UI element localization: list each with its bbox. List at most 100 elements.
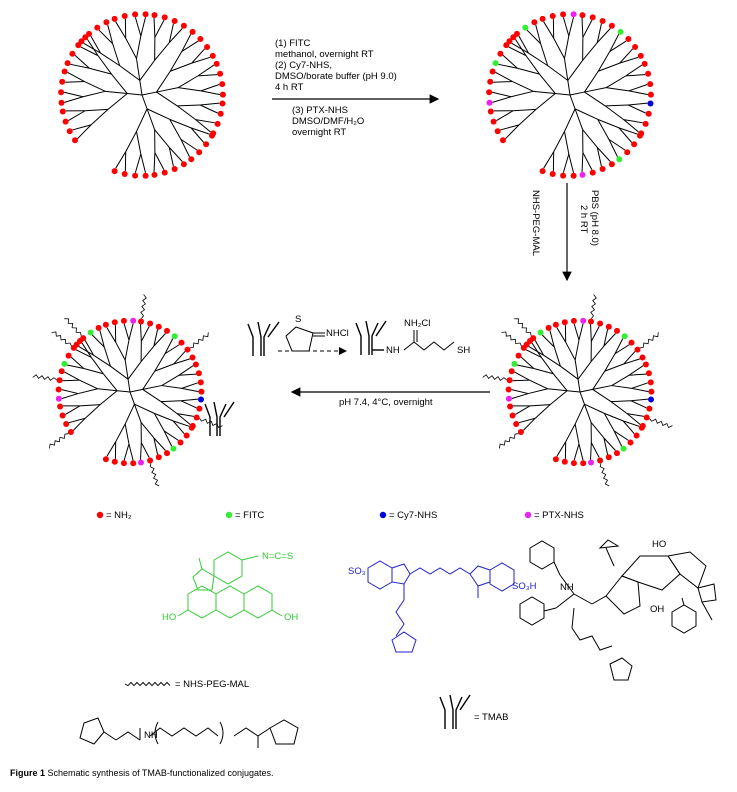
peg-chain [502, 332, 522, 346]
dendrimer-end-group [77, 338, 83, 344]
dendrimer-end-group [506, 396, 512, 402]
dendrimer-end-group [218, 111, 224, 117]
dendrimer-end-group [209, 133, 215, 139]
dendrimer-end-group [580, 460, 586, 466]
dendrimer-end-group [571, 460, 577, 466]
dendrimer-end-group [488, 109, 494, 115]
dendrimer-end-group [550, 171, 556, 177]
dendrimer-end-group [606, 324, 612, 330]
dendrimer-end-group [614, 328, 620, 334]
dendrimer-end-group [634, 433, 640, 439]
dendrimer-end-group [518, 429, 524, 435]
step1-line1: (1) FITC [275, 38, 310, 49]
dendrimer-end-group [609, 23, 615, 29]
dendrimer-end-group [490, 69, 496, 75]
dendrimer-end-group [162, 170, 168, 176]
dendrimer-end-group [540, 168, 546, 174]
dendrimer-end-group [639, 425, 645, 431]
dendrimer-end-group [580, 318, 586, 324]
dendrimer-end-group [164, 450, 170, 456]
peg-chain [649, 419, 672, 428]
dendrimer-end-group [616, 156, 622, 162]
dendrimer-end-group [181, 161, 187, 167]
dendrimer-end-group [580, 172, 586, 178]
dendrimer-end-group [646, 111, 652, 117]
peg-chain [591, 295, 597, 319]
figure-caption-text: Schematic synthesis of TMAB-functionaliz… [48, 768, 274, 778]
dendrimer-end-group [56, 396, 62, 402]
peg-chain [52, 332, 72, 346]
dendrimer-end-group [646, 406, 652, 412]
step1-line8: overnight RT [292, 127, 346, 138]
peg-structure [80, 718, 298, 748]
dendrimer-end-group [147, 321, 153, 327]
dendrimer-end-group [546, 325, 552, 331]
dendrimer-end-group [614, 450, 620, 456]
dendrimer-end-group [103, 19, 109, 25]
dendrimer-end-group [130, 318, 136, 324]
dendrimer-end-group [571, 11, 577, 17]
dendrimer-end-group [197, 36, 203, 42]
dendrimer-end-group [621, 446, 627, 452]
dendrimer-end-group [67, 128, 73, 134]
legend-nh2-dot [97, 512, 103, 518]
dendrimer-end-group [196, 370, 202, 376]
iminothiolane-s-label: S [295, 314, 301, 325]
legend-cy7: = Cy7-NHS [389, 510, 437, 521]
dendrimer-end-group [185, 347, 191, 353]
dendrimer-end-group [196, 406, 202, 412]
legend-peg: = NHS-PEG-MAL [175, 679, 249, 690]
dendrimer-end-group [513, 421, 519, 427]
dendrimer-end-group [625, 36, 631, 42]
dendrimer-end-group [198, 389, 204, 395]
dendrimer-end-group [220, 92, 226, 98]
step1-line6: (3) PTX-NHS [292, 105, 348, 116]
dendrimer-end-group [181, 23, 187, 29]
dendrimer-end-group [112, 168, 118, 174]
dendrimer-end-group [522, 25, 528, 31]
dendrimer-end-group [203, 141, 209, 147]
dendrimer-end-group [507, 404, 513, 410]
dendrimer-end-group [560, 173, 566, 179]
dendrimer-end-group [624, 149, 630, 155]
legend-tmab: = TMAB [474, 712, 508, 723]
dendrimer-end-group [65, 60, 71, 66]
dendrimer-end-group [56, 387, 62, 393]
dendrimer-end-group [637, 133, 643, 139]
dendrimer-end-group [190, 29, 196, 35]
peg-chain [514, 319, 531, 336]
dendrimer-end-group [96, 325, 102, 331]
dendrimer-end-group [147, 458, 153, 464]
legend-fitc-dot [226, 512, 232, 518]
dendrimer-end-group [138, 319, 144, 325]
dendrimer-end-group [58, 89, 64, 95]
dendrimer-end-group [88, 330, 94, 336]
peg-chain [199, 419, 222, 428]
dendrimer-end-group [510, 413, 516, 419]
cy7-so3h-label: SO₃H [512, 581, 536, 592]
dendrimer-end-group [198, 397, 204, 403]
step1-line3: (2) Cy7-NHS, [275, 60, 332, 71]
peg-chain [640, 332, 658, 348]
dendrimer-end-group [597, 458, 603, 464]
dendrimer-end-group [511, 361, 517, 367]
dendrimer-end-group [60, 413, 66, 419]
dendrimer-end-group [132, 173, 138, 179]
dendrimer-end-group [516, 353, 522, 359]
dendrimer-end-group [220, 101, 226, 107]
thiolated-linker [404, 330, 454, 350]
dendrimer-end-group [531, 19, 537, 25]
ptx-nh-label: NH [560, 582, 574, 593]
dendrimer-end-group [172, 333, 178, 339]
dendrimer-end-group [538, 330, 544, 336]
iminothiolane-structure [286, 327, 325, 351]
figure-number: Figure 1 [10, 768, 45, 778]
dendrimer-end-group [121, 318, 127, 324]
dendrimer-end-group [62, 69, 68, 75]
dendrimer-end-group [580, 12, 586, 18]
dendrimer-end-group [75, 42, 81, 48]
dendrimer-end-group [644, 415, 650, 421]
dendrimer-end-group [179, 340, 185, 346]
fitc-ho-label: HO [162, 612, 176, 623]
